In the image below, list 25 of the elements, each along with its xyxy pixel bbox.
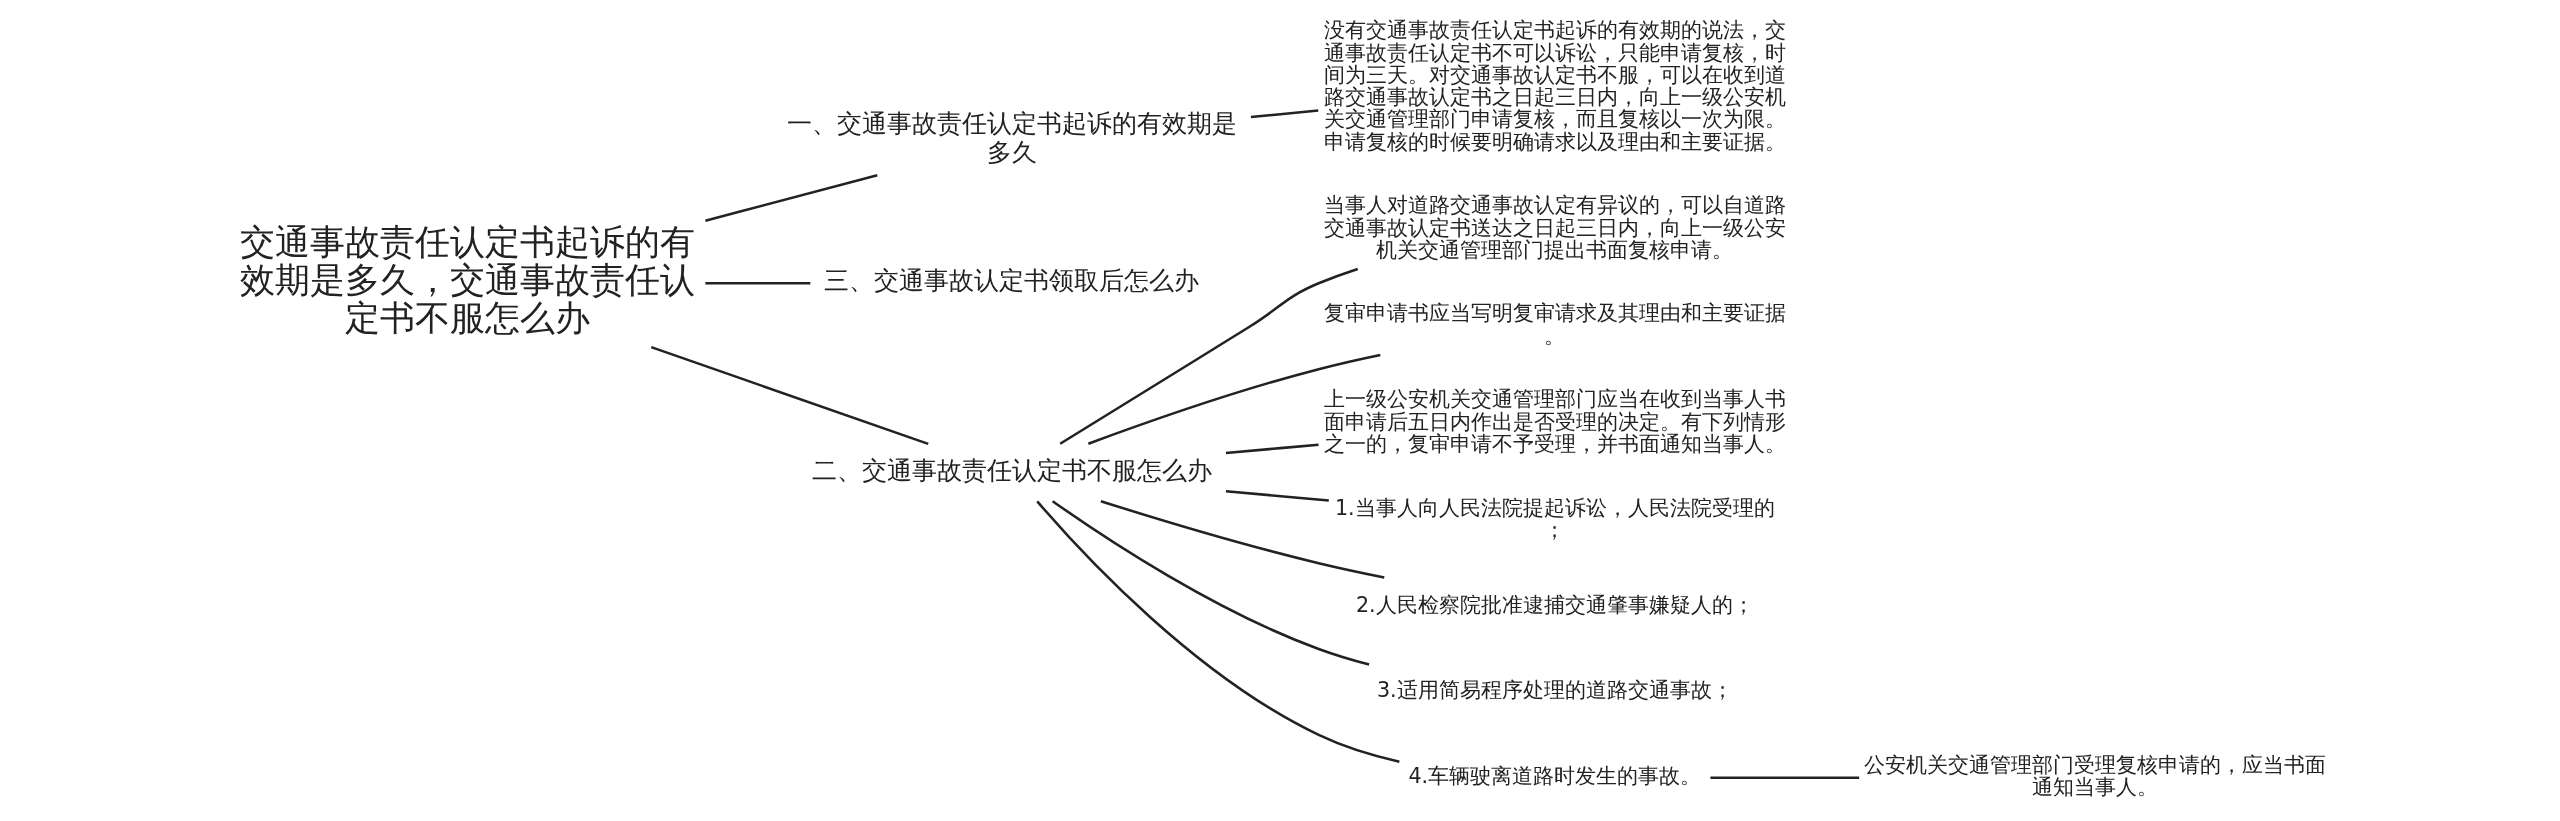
node-text: 公安机关交通管理部门受理复核申请的，应当书面通知当事人。 bbox=[1863, 753, 2326, 800]
node-text: 上一级公安机关交通管理部门应当在收到当事人书面申请后五日内作出是否受理的决定。有下列情形之一的，复审申请不予受理，并书面通知当事人。 bbox=[1323, 387, 1786, 456]
connector bbox=[1087, 353, 1381, 445]
node-text: 一、交通事故责任认定书起诉的有效期是多久 bbox=[786, 107, 1237, 167]
connector bbox=[1250, 109, 1318, 119]
node-text: 二、交通事故责任认定书不服怎么办 bbox=[811, 454, 1212, 485]
connector bbox=[1051, 500, 1369, 666]
node-text: 复审申请书应当写明复审请求及其理由和主要证据。 bbox=[1323, 301, 1786, 348]
node-text: 当事人对道路交通事故认定有异议的，可以自道路交通事故认定书送达之日起三日内，向上一级公安机关交通管理部门提出书面复核申请。 bbox=[1323, 193, 1786, 262]
node-text: 2.人民检察院批准逮捕交通肇事嫌疑人的； bbox=[1355, 592, 1754, 617]
connector bbox=[1709, 776, 1859, 780]
node-text: 1.当事人向人民法院提起诉讼，人民法院受理的； bbox=[1334, 495, 1775, 542]
connector bbox=[1035, 500, 1400, 763]
connector bbox=[1225, 443, 1319, 455]
connector bbox=[704, 282, 810, 285]
connector bbox=[1225, 490, 1329, 502]
node-text: 3.适用简易程序处理的道路交通事故； bbox=[1376, 678, 1733, 703]
connector bbox=[704, 174, 878, 222]
connector bbox=[1059, 267, 1358, 445]
connector bbox=[650, 345, 929, 446]
node-text: 没有交通事故责任认定书起诉的有效期的说法，交通事故责任认定书不可以诉讼，只能申请复核，时间为三天。对交通事故认定书不服，可以在收到道路交通事故认定书之日起三日内，向上一级公安机关交通管理部门申请复核，而且复核以一次为限。申请复核的时候要明确请求以及理由和主要证据。 bbox=[1323, 18, 1786, 154]
node-text: 交通事故责任认定书起诉的有效期是多久，交通事故责任认定书不服怎么办 bbox=[239, 222, 695, 339]
node-text: 三、交通事故认定书领取后怎么办 bbox=[823, 265, 1199, 296]
node-text: 4.车辆驶离道路时发生的事故。 bbox=[1407, 764, 1701, 789]
connector bbox=[1099, 500, 1385, 579]
